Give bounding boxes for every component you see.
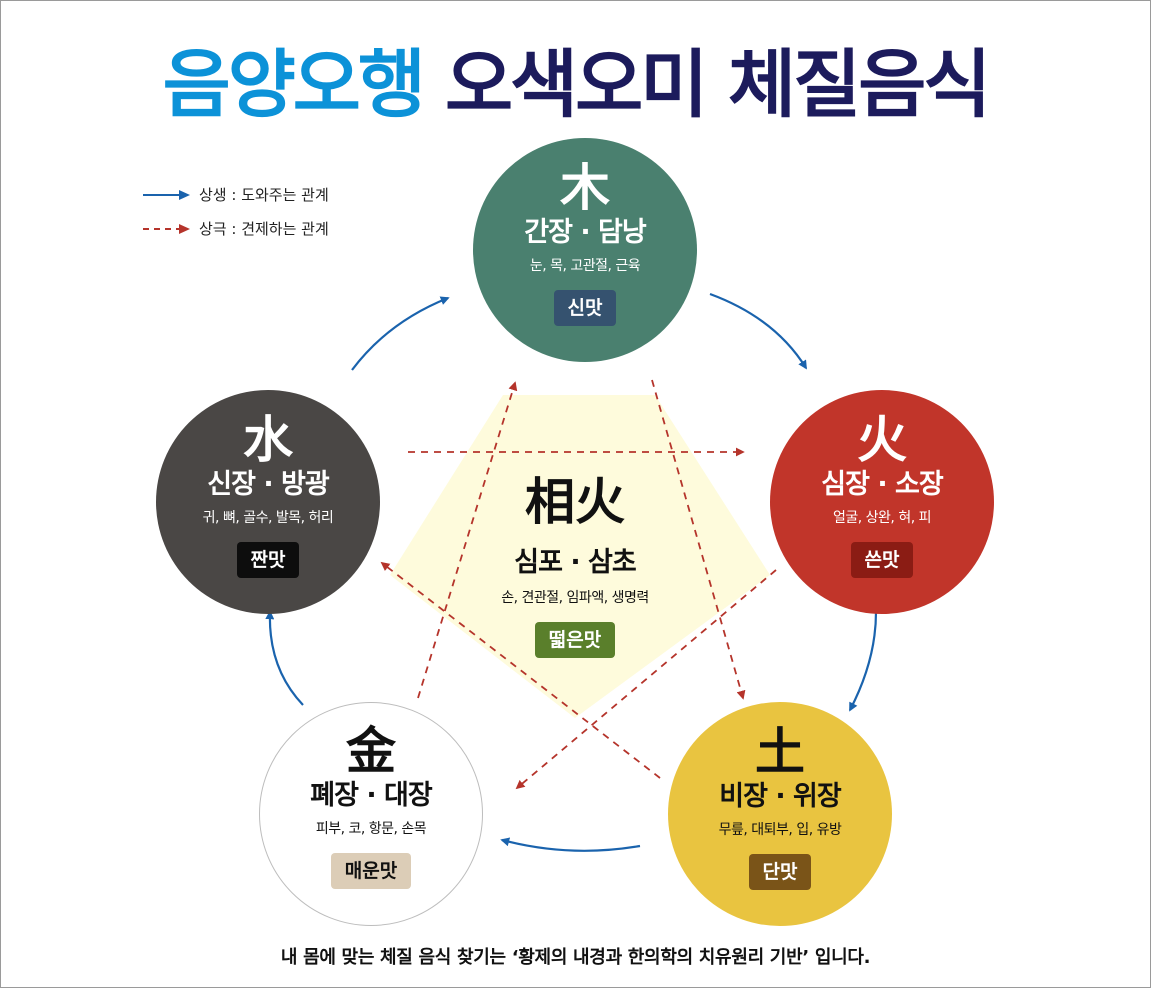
element-earth: 土 비장 · 위장 무릎, 대퇴부, 입, 유방 단맛 [668, 702, 892, 926]
center-pentagon [390, 395, 770, 718]
element-center: 相火 심포 · 삼초 손, 견관절, 임파액, 생명력 떫은맛 [425, 472, 725, 658]
earth-organ: 비장 · 위장 [719, 781, 841, 812]
fire-organ: 심장 · 소장 [821, 469, 943, 500]
arrow-earth-to-metal [500, 837, 641, 852]
legend-generating-label: 상생 : 도와주는 관계 [199, 186, 329, 204]
legend-generating: 상생 : 도와주는 관계 [143, 184, 329, 205]
center-hanja: 相火 [525, 472, 625, 531]
legend-controlling: 상극 : 견제하는 관계 [143, 218, 329, 239]
arrow-water-to-wood [351, 296, 450, 371]
solid-arrow-icon [143, 189, 190, 200]
dashed-arrow-icon [143, 223, 190, 234]
controlling-arrows [380, 379, 777, 790]
water-hanja: 水 [243, 410, 293, 469]
element-fire: 火 심장 · 소장 얼굴, 상완, 혀, 피 쓴맛 [770, 390, 994, 614]
legend-controlling-label: 상극 : 견제하는 관계 [199, 220, 329, 238]
earth-hanja: 土 [755, 722, 805, 781]
wood-parts: 눈, 목, 고관절, 근육 [529, 258, 641, 274]
wood-taste-badge: 신맛 [553, 290, 617, 326]
center-taste-badge: 떫은맛 [534, 622, 616, 658]
fire-parts: 얼굴, 상완, 혀, 피 [833, 510, 931, 526]
arrow-earth-to-water [380, 561, 661, 779]
arrow-fire-to-metal [515, 569, 777, 790]
arrow-wood-to-earth [651, 379, 746, 700]
arrow-metal-to-wood [417, 381, 518, 699]
element-metal: 金 폐장 · 대장 피부, 코, 항문, 손목 매운맛 [259, 702, 483, 926]
metal-organ: 폐장 · 대장 [310, 780, 432, 811]
metal-taste-badge: 매운맛 [330, 853, 412, 889]
wood-hanja: 木 [560, 158, 610, 217]
water-parts: 귀, 뼈, 골수, 발목, 허리 [202, 510, 334, 526]
water-organ: 신장 · 방광 [207, 469, 329, 500]
arrow-metal-to-water [265, 610, 304, 706]
element-wood: 木 간장 · 담낭 눈, 목, 고관절, 근육 신맛 [473, 138, 697, 362]
element-water: 水 신장 · 방광 귀, 뼈, 골수, 발목, 허리 짠맛 [156, 390, 380, 614]
fire-taste-badge: 쓴맛 [850, 542, 914, 578]
center-organ: 심포 · 삼초 [514, 547, 636, 578]
metal-hanja: 金 [346, 721, 396, 780]
earth-parts: 무릎, 대퇴부, 입, 유방 [718, 822, 842, 838]
title-part1: 음양오행 [162, 42, 426, 128]
generating-arrows [265, 292, 878, 852]
footer-note: 내 몸에 맞는 체질 음식 찾기는 ‘황제의 내경과 한의학의 치유원리 기반’… [280, 947, 871, 968]
title-part2: 오색오미 체질음식 [444, 42, 991, 128]
water-taste-badge: 짠맛 [236, 542, 300, 578]
earth-taste-badge: 단맛 [748, 854, 812, 890]
wood-organ: 간장 · 담낭 [524, 217, 646, 248]
fire-hanja: 火 [857, 410, 907, 469]
metal-parts: 피부, 코, 항문, 손목 [315, 821, 427, 837]
center-parts: 손, 견관절, 임파액, 생명력 [501, 590, 649, 606]
arrow-fire-to-earth [849, 611, 878, 712]
arrow-wood-to-fire [709, 292, 807, 370]
